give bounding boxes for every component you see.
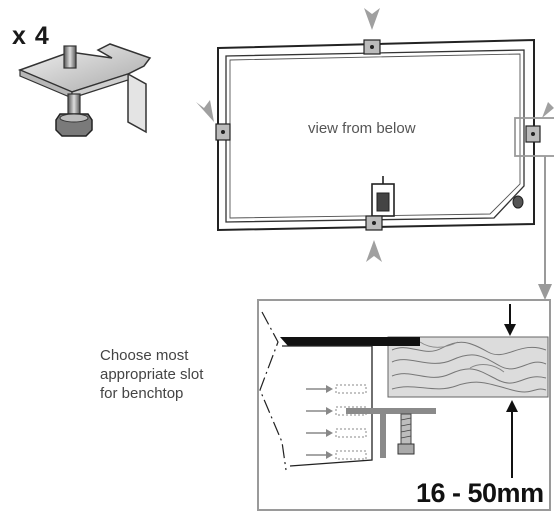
arrow-top: [364, 8, 380, 30]
arrow-right: [542, 102, 554, 118]
slot-instruction: Choose most appropriate slot for benchto…: [100, 347, 204, 402]
slot-4: [306, 450, 367, 460]
clamp-side-view: [346, 408, 436, 458]
detail-callout-box: [514, 117, 554, 157]
pointer-arrows: [196, 8, 554, 262]
arrow-left: [196, 100, 214, 122]
detail-panel: [257, 299, 551, 511]
clamp-bracket-illustration: [17, 43, 152, 137]
arrow-bottom: [366, 240, 382, 262]
callout-connector: [538, 156, 552, 300]
quantity-label: x 4: [12, 22, 50, 50]
slot-3: [306, 428, 367, 438]
thickness-arrows: [504, 304, 518, 478]
view-caption: view from below: [308, 120, 416, 137]
slot-1: [306, 384, 367, 394]
frame-bottom-view: [215, 38, 554, 232]
benchtop-cross-section: [387, 336, 549, 398]
thickness-range-label: 16 - 50mm: [416, 478, 544, 508]
